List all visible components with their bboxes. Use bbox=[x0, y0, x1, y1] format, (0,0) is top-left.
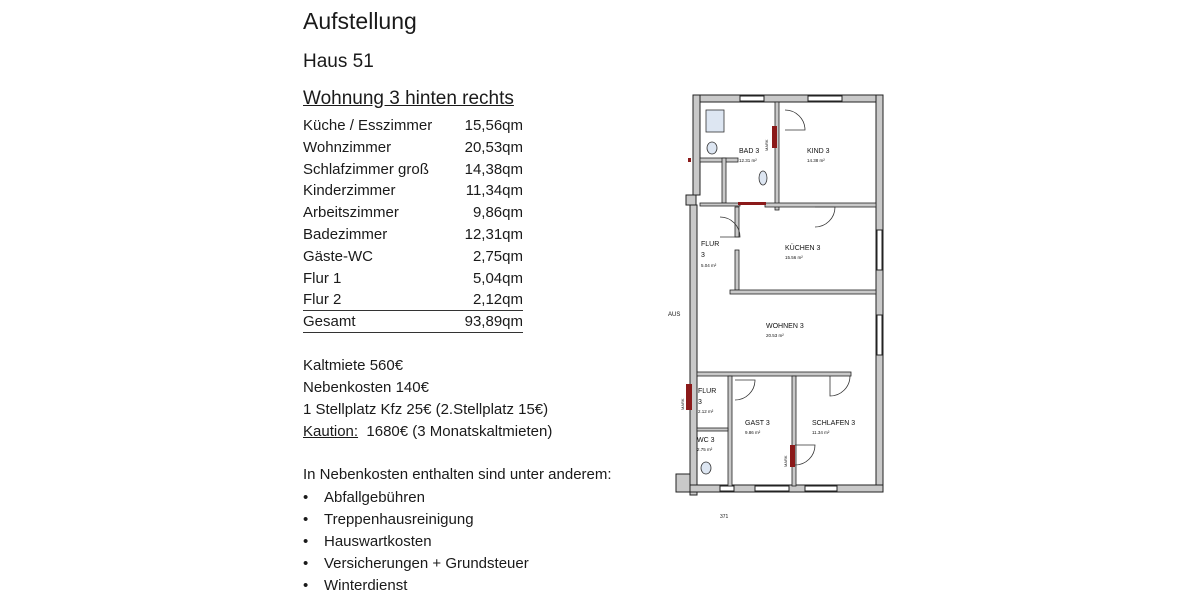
room-area-kueche: 15.56 m² bbox=[785, 255, 803, 260]
red-markers bbox=[686, 126, 795, 467]
room-row: Schlafzimmer groß 14,38qm bbox=[303, 159, 523, 181]
list-item-label: Versicherungen + Grundsteuer bbox=[324, 555, 529, 572]
room-name: Gäste-WC bbox=[303, 247, 374, 265]
list-item-label: Hauswartkosten bbox=[324, 533, 432, 550]
cost-list: Kaltmiete 560€ Nebenkosten 140€ 1 Stellp… bbox=[303, 355, 552, 443]
windows bbox=[719, 95, 883, 492]
room-name: Arbeitszimmer bbox=[303, 204, 399, 222]
room-name: Badezimmer bbox=[303, 225, 388, 243]
room-area: 12,31qm bbox=[464, 225, 523, 243]
room-row: Gäste-WC 2,75qm bbox=[303, 246, 523, 268]
room-area: 15,56qm bbox=[464, 117, 523, 134]
interior-walls bbox=[696, 101, 877, 487]
room-area-gast: 9.86 m² bbox=[745, 430, 761, 435]
room-row: Flur 2 2,12qm bbox=[303, 289, 523, 312]
page-title: Aufstellung bbox=[303, 8, 417, 34]
list-item: • Treppenhausreinigung bbox=[303, 509, 529, 531]
room-area-kind: 14.38 m² bbox=[807, 158, 825, 163]
bullet-icon: • bbox=[303, 489, 309, 506]
room-area: 11,34qm bbox=[465, 182, 523, 200]
bullet-icon: • bbox=[303, 555, 309, 572]
room-name: Schlafzimmer groß bbox=[303, 160, 429, 178]
room-area: 20,53qm bbox=[464, 138, 523, 156]
extra-costs-line: Nebenkosten 140€ bbox=[303, 379, 429, 396]
room-label-schlafen: SCHLAFEN 3 bbox=[812, 420, 855, 427]
room-area: 9,86qm bbox=[472, 204, 523, 222]
plan-footnote: 371 bbox=[720, 514, 729, 520]
apartment-heading: Wohnung 3 hinten rechts bbox=[303, 88, 514, 109]
room-area-bad: 12.31 m² bbox=[739, 158, 757, 163]
room-label-flur-num: 3 bbox=[701, 252, 705, 259]
room-area-table: Küche / Esszimmer 15,56qm Wohnzimmer 20,53… bbox=[303, 115, 523, 333]
room-label-flur: FLUR bbox=[701, 241, 719, 248]
room-label-kind: KIND 3 bbox=[807, 148, 830, 155]
marker-label-left: MARK bbox=[680, 398, 685, 410]
room-label-wohnen: WOHNEN 3 bbox=[766, 323, 804, 330]
room-row: Arbeitszimmer 9,86qm bbox=[303, 202, 523, 224]
room-label-gast: GAST 3 bbox=[745, 420, 770, 427]
bathroom-fixtures bbox=[700, 109, 768, 475]
door-swings bbox=[719, 109, 851, 466]
floor-plan: BAD 3 12.31 m² KIND 3 14.38 m² FLUR 3 5.… bbox=[668, 94, 884, 520]
bullet-icon: • bbox=[303, 533, 309, 550]
room-area-flur: 5.04 m² bbox=[701, 263, 717, 268]
room-area: 14,38qm bbox=[464, 160, 523, 178]
room-row: Wohnzimmer 20,53qm bbox=[303, 137, 523, 159]
room-row: Kinderzimmer 11,34qm bbox=[303, 180, 523, 202]
marker-label-bottom: MARK bbox=[783, 455, 788, 467]
room-area: 2,75qm bbox=[472, 247, 523, 265]
room-name: Küche / Esszimmer bbox=[303, 117, 433, 134]
room-row: Küche / Esszimmer 15,56qm bbox=[303, 115, 523, 137]
marker-label-top: MARK bbox=[764, 139, 769, 151]
room-label-flur2-num: 3 bbox=[698, 399, 702, 406]
room-area-schlafen: 11.34 m² bbox=[812, 430, 830, 435]
bullet-icon: • bbox=[303, 511, 309, 528]
deposit-value: 1680€ (3 Monatskaltmieten) bbox=[366, 423, 553, 440]
list-item-label: Winterdienst bbox=[324, 577, 408, 594]
exit-label: AUS bbox=[668, 312, 680, 318]
list-item: • Hauswartkosten bbox=[303, 531, 529, 553]
outer-walls bbox=[675, 94, 884, 496]
room-name: Flur 2 bbox=[303, 291, 342, 309]
included-heading: In Nebenkosten enthalten sind unter ande… bbox=[303, 466, 612, 483]
room-name: Flur 1 bbox=[303, 269, 342, 287]
total-row: Gesamt 93,89qm bbox=[303, 311, 523, 333]
house-name: Haus 51 bbox=[303, 51, 374, 72]
parking-line: 1 Stellplatz Kfz 25€ (2.Stellplatz 15€) bbox=[303, 401, 549, 418]
included-list: • Abfallgebühren • Treppenhausreinigung • H… bbox=[303, 487, 529, 597]
list-item: • Abfallgebühren bbox=[303, 487, 529, 509]
room-label-kueche: KÜCHEN 3 bbox=[785, 244, 821, 252]
room-name: Kinderzimmer bbox=[303, 182, 396, 200]
list-item-label: Abfallgebühren bbox=[324, 489, 425, 506]
deposit-label: Kaution: bbox=[303, 423, 359, 440]
room-label-flur2: FLUR bbox=[698, 388, 716, 395]
list-item-label: Treppenhausreinigung bbox=[324, 511, 474, 528]
room-label-wc: WC 3 bbox=[697, 437, 715, 444]
room-area-wc: 2.75 m² bbox=[697, 447, 713, 452]
room-area: 2,12qm bbox=[472, 291, 523, 309]
room-area-wohnen: 20.53 m² bbox=[766, 333, 784, 338]
list-item: • Winterdienst bbox=[303, 575, 529, 597]
total-area: 93,89qm bbox=[464, 313, 523, 331]
deposit-line: Kaution: 1680€ (3 Monatskaltmieten) bbox=[303, 421, 552, 443]
rent-line: Kaltmiete 560€ bbox=[303, 357, 404, 374]
room-row: Flur 1 5,04qm bbox=[303, 268, 523, 290]
list-item: • Versicherungen + Grundsteuer bbox=[303, 553, 529, 575]
room-row: Badezimmer 12,31qm bbox=[303, 224, 523, 246]
room-label-bad: BAD 3 bbox=[739, 148, 759, 155]
room-area-flur2: 2.12 m² bbox=[698, 409, 714, 414]
total-label: Gesamt bbox=[303, 313, 356, 331]
room-name: Wohnzimmer bbox=[303, 138, 392, 156]
room-area: 5,04qm bbox=[472, 269, 523, 287]
bullet-icon: • bbox=[303, 577, 309, 594]
